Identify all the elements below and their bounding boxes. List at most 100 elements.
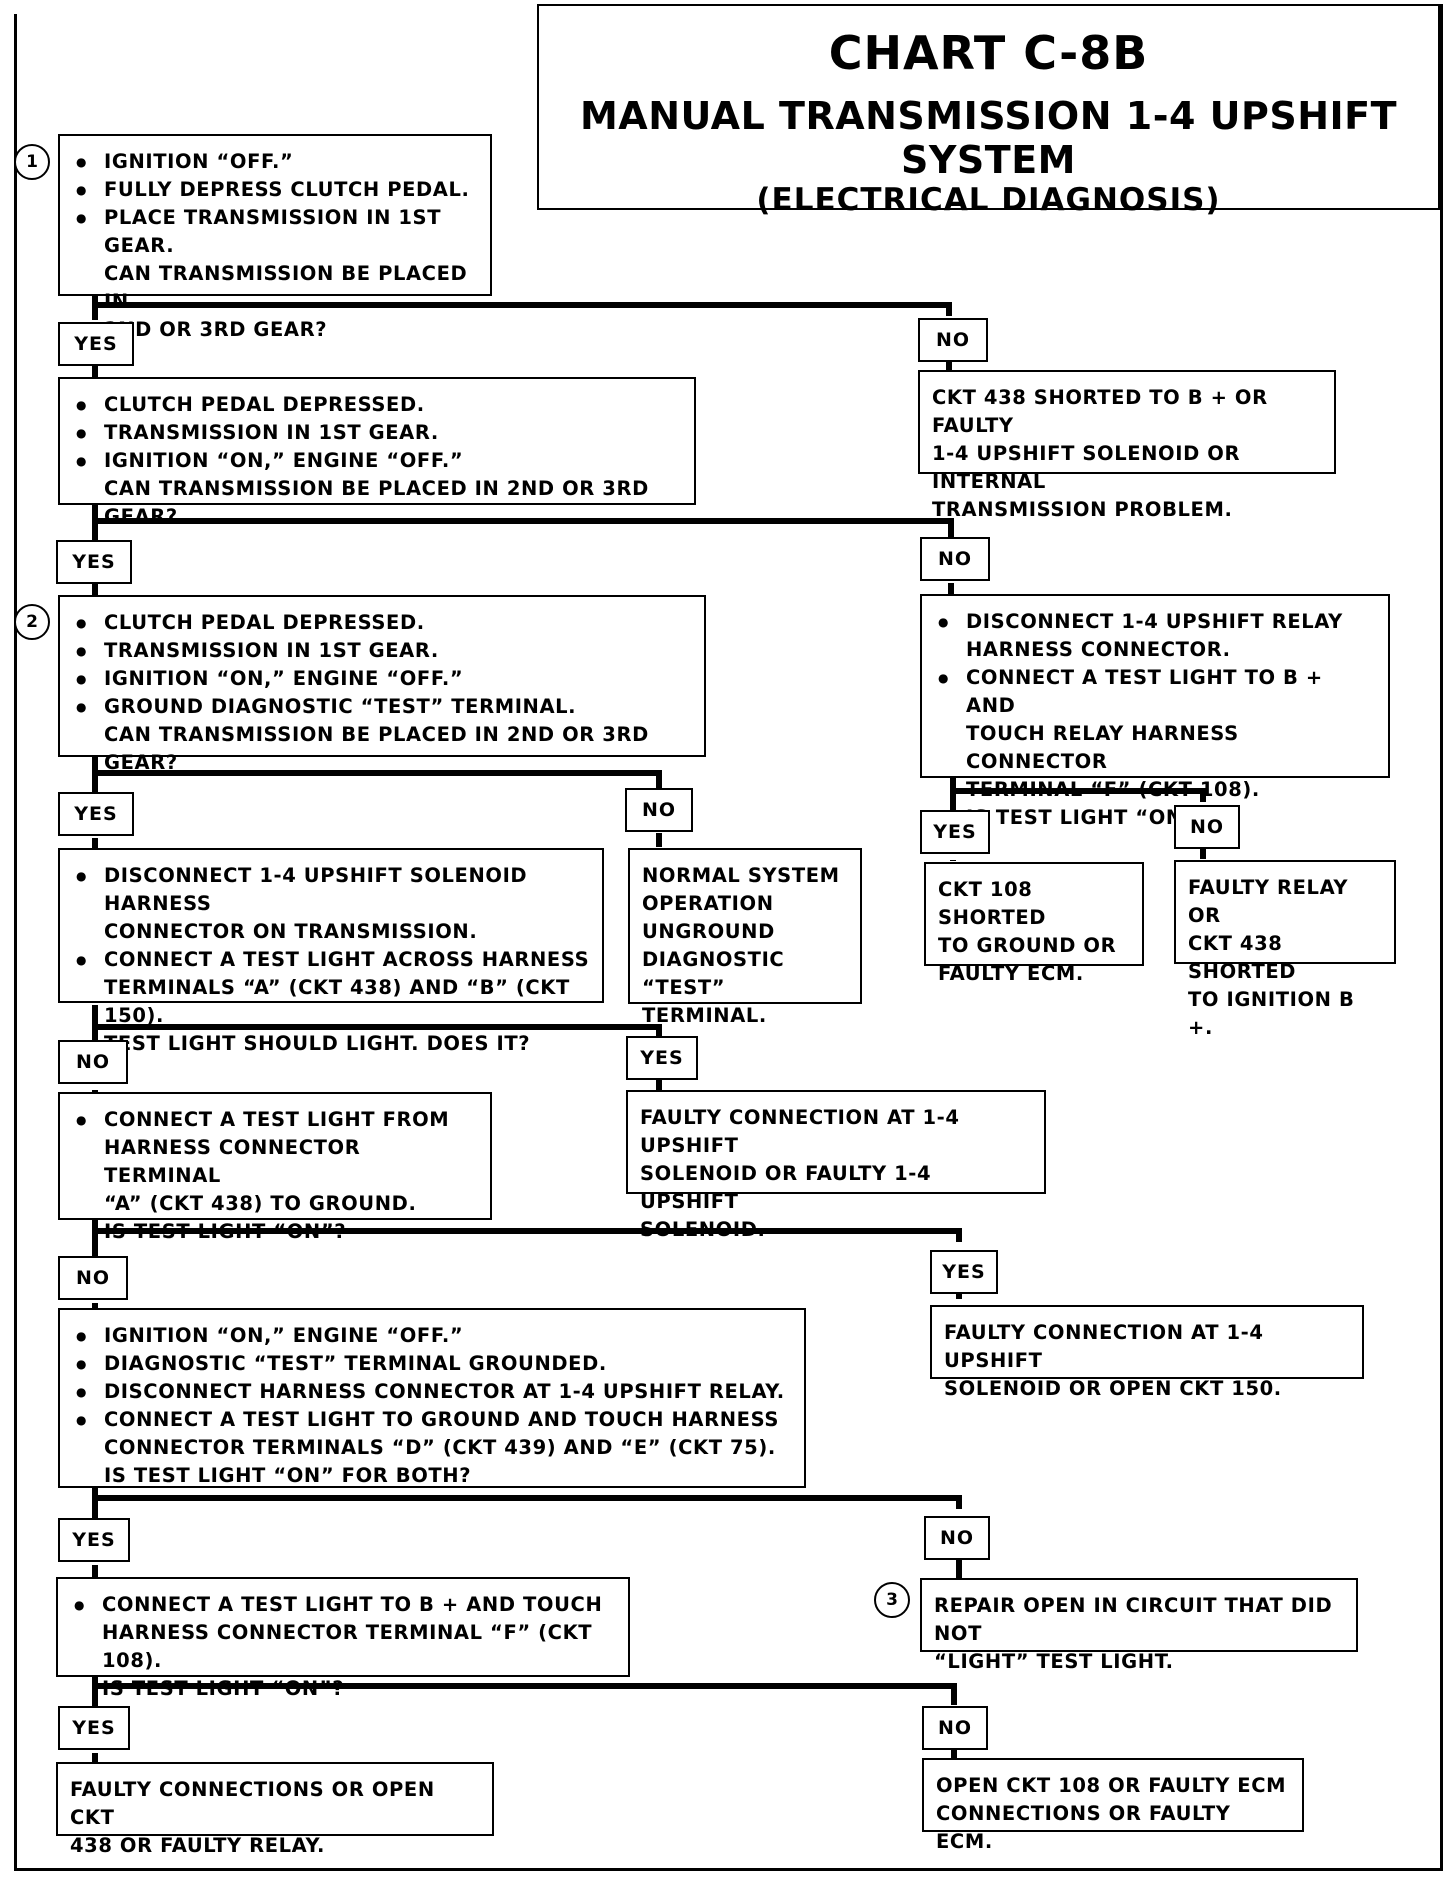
- title-block: CHART C-8B MANUAL TRANSMISSION 1-4 UPSHI…: [537, 4, 1440, 218]
- step-4-text: TEST LIGHT SHOULD LIGHT. DOES IT?: [104, 1032, 531, 1055]
- result-line: REPAIR OPEN IN CIRCUIT THAT DID NOT: [934, 1594, 1333, 1645]
- step-1-bullet: PLACE TRANSMISSION IN 1ST GEAR.: [72, 204, 478, 260]
- connector-line: [946, 302, 952, 316]
- relay-test-text: TOUCH RELAY HARNESS CONNECTOR: [966, 722, 1239, 773]
- connector-line: [948, 518, 954, 540]
- connector-line: [92, 1228, 962, 1234]
- result-line: SOLENOID.: [640, 1218, 766, 1241]
- connector-line: [92, 365, 98, 377]
- step-1-question-line: CAN TRANSMISSION BE PLACED IN: [104, 262, 468, 313]
- connector-line: [92, 1303, 98, 1308]
- connector-line: [946, 360, 952, 370]
- result-line: OPEN CKT 108 OR FAULTY ECM: [936, 1774, 1287, 1797]
- result-line: SOLENOID OR OPEN CKT 150.: [944, 1377, 1282, 1400]
- relay-test-text: HARNESS CONNECTOR.: [966, 638, 1231, 661]
- step-6-text: CONNECTOR TERMINALS “D” (CKT 439) AND “E…: [104, 1436, 776, 1459]
- result-line: CKT 438 SHORTED: [1188, 932, 1297, 983]
- no-label: NO: [58, 1040, 128, 1084]
- result-line: FAULTY CONNECTION AT 1-4 UPSHIFT: [640, 1106, 960, 1157]
- result-line: “LIGHT” TEST LIGHT.: [934, 1650, 1174, 1673]
- step-1-question-line: 2ND OR 3RD GEAR?: [104, 318, 328, 341]
- connector-line: [92, 1683, 957, 1689]
- step-7-yes-result-box: FAULTY CONNECTIONS OR OPEN CKT 438 OR FA…: [56, 1762, 494, 1857]
- yes-label: YES: [626, 1036, 698, 1080]
- chart-title: CHART C-8B: [828, 26, 1149, 80]
- chart-subtitle: MANUAL TRANSMISSION 1-4 UPSHIFT SYSTEM: [579, 94, 1398, 182]
- no-label: NO: [1174, 805, 1240, 849]
- relay-no-result-box: FAULTY RELAY OR CKT 438 SHORTED TO IGNIT…: [1174, 860, 1396, 1039]
- result-line: 438 OR FAULTY RELAY.: [70, 1834, 325, 1857]
- result-line: CONNECTIONS OR FAULTY ECM.: [936, 1802, 1231, 1853]
- yes-label: YES: [58, 1518, 130, 1562]
- connector-line: [656, 1024, 662, 1038]
- step-2-bullet: IGNITION “ON,” ENGINE “OFF.”: [72, 447, 682, 475]
- result-line: CKT 108 SHORTED: [938, 878, 1047, 929]
- result-line: TO IGNITION B +.: [1188, 988, 1355, 1039]
- connector-line: [92, 1753, 98, 1762]
- step-3-bullet: GROUND DIAGNOSTIC “TEST” TERMINAL.: [72, 693, 692, 721]
- step-5-question: IS TEST LIGHT “ON”?: [104, 1220, 347, 1243]
- connector-line: [956, 1495, 962, 1509]
- solenoid-fault-box: FAULTY CONNECTION AT 1-4 UPSHIFT SOLENOI…: [626, 1090, 1046, 1241]
- step-7-text: HARNESS CONNECTOR TERMINAL “F” (CKT 108)…: [102, 1621, 593, 1672]
- step-4-text: CONNECTOR ON TRANSMISSION.: [104, 920, 478, 943]
- connector-line: [948, 583, 954, 595]
- relay-test-question: IS TEST LIGHT “ON.”: [966, 806, 1205, 829]
- connector-line: [1200, 847, 1206, 859]
- step-1-box: IGNITION “OFF.” FULLY DEPRESS CLUTCH PED…: [58, 134, 492, 341]
- step-4-text: TERMINALS “A” (CKT 438) AND “B” (CKT 150…: [104, 976, 570, 1027]
- connector-line: [956, 1553, 962, 1580]
- step-2-question: CAN TRANSMISSION BE PLACED IN 2ND OR 3RD…: [104, 477, 649, 528]
- step-4-text: CONNECT A TEST LIGHT ACROSS HARNESS: [104, 948, 590, 971]
- no-label: NO: [58, 1256, 128, 1300]
- connector-line: [92, 1495, 962, 1501]
- connector-line: [92, 1218, 98, 1258]
- step-2-no-result-box: CKT 438 SHORTED TO B + OR FAULTY 1-4 UPS…: [918, 370, 1336, 521]
- connector-line: [656, 770, 662, 790]
- connector-line: [92, 302, 950, 308]
- step-6-bullet: DIAGNOSTIC “TEST” TERMINAL GROUNDED.: [72, 1350, 792, 1378]
- step-5-box: CONNECT A TEST LIGHT FROM HARNESS CONNEC…: [58, 1092, 492, 1243]
- step-7-text: CONNECT A TEST LIGHT TO B + AND TOUCH: [102, 1593, 603, 1616]
- connector-line: [950, 860, 956, 861]
- no-label: NO: [625, 788, 693, 832]
- connector-line: [656, 1080, 662, 1092]
- connector-line: [92, 1670, 98, 1708]
- step-3-bullet: IGNITION “ON,” ENGINE “OFF.”: [72, 665, 692, 693]
- step-1-bullet: IGNITION “OFF.”: [72, 148, 478, 176]
- result-line: SOLENOID OR FAULTY 1-4 UPSHIFT: [640, 1162, 932, 1213]
- result-line: CKT 438 SHORTED TO B + OR FAULTY: [932, 386, 1268, 437]
- frame-right-edge: [1440, 4, 1443, 1870]
- connector-line: [92, 583, 98, 595]
- result-line: FAULTY CONNECTIONS OR OPEN CKT: [70, 1778, 435, 1829]
- relay-yes-result-box: CKT 108 SHORTED TO GROUND OR FAULTY ECM.: [924, 862, 1144, 985]
- result-line: UNGROUND: [642, 920, 775, 943]
- connector-line: [951, 1683, 957, 1705]
- step-6-question: IS TEST LIGHT “ON” FOR BOTH?: [104, 1464, 472, 1487]
- step-6-text: CONNECT A TEST LIGHT TO GROUND AND TOUCH…: [104, 1408, 779, 1431]
- relay-test-text: TERMINAL “F” (CKT 108).: [966, 778, 1260, 801]
- step-3-bullet: TRANSMISSION IN 1ST GEAR.: [72, 637, 692, 665]
- step-3-question: CAN TRANSMISSION BE PLACED IN 2ND OR 3RD…: [104, 723, 649, 774]
- step-6-bullet: IGNITION “ON,” ENGINE “OFF.”: [72, 1322, 792, 1350]
- yes-label: YES: [930, 1250, 998, 1294]
- yes-label: YES: [56, 540, 132, 584]
- step-6-bullet: DISCONNECT HARNESS CONNECTOR AT 1-4 UPSH…: [72, 1378, 792, 1406]
- relay-test-box: DISCONNECT 1-4 UPSHIFT RELAY HARNESS CON…: [920, 594, 1390, 829]
- step-2-bullet: CLUTCH PEDAL DEPRESSED.: [72, 391, 682, 419]
- step-3-bullet: CLUTCH PEDAL DEPRESSED.: [72, 609, 692, 637]
- step-1-bullet: FULLY DEPRESS CLUTCH PEDAL.: [72, 176, 478, 204]
- connection-fault-box: FAULTY CONNECTION AT 1-4 UPSHIFT SOLENOI…: [930, 1305, 1364, 1400]
- step-4-box: DISCONNECT 1-4 UPSHIFT SOLENOID HARNESS …: [58, 848, 604, 1058]
- connector-line: [956, 1228, 962, 1242]
- step-marker-1: 1: [14, 144, 50, 180]
- relay-test-text: CONNECT A TEST LIGHT TO B + AND: [966, 666, 1323, 717]
- result-line: DIAGNOSTIC: [642, 948, 785, 971]
- yes-label: YES: [920, 810, 990, 854]
- connector-line: [92, 770, 662, 776]
- step-marker-3: 3: [874, 1582, 910, 1618]
- step-6-box: IGNITION “ON,” ENGINE “OFF.” DIAGNOSTIC …: [58, 1308, 806, 1488]
- step-marker-2: 2: [14, 604, 50, 640]
- step-7-box: CONNECT A TEST LIGHT TO B + AND TOUCH HA…: [56, 1577, 630, 1700]
- connector-line: [92, 838, 98, 856]
